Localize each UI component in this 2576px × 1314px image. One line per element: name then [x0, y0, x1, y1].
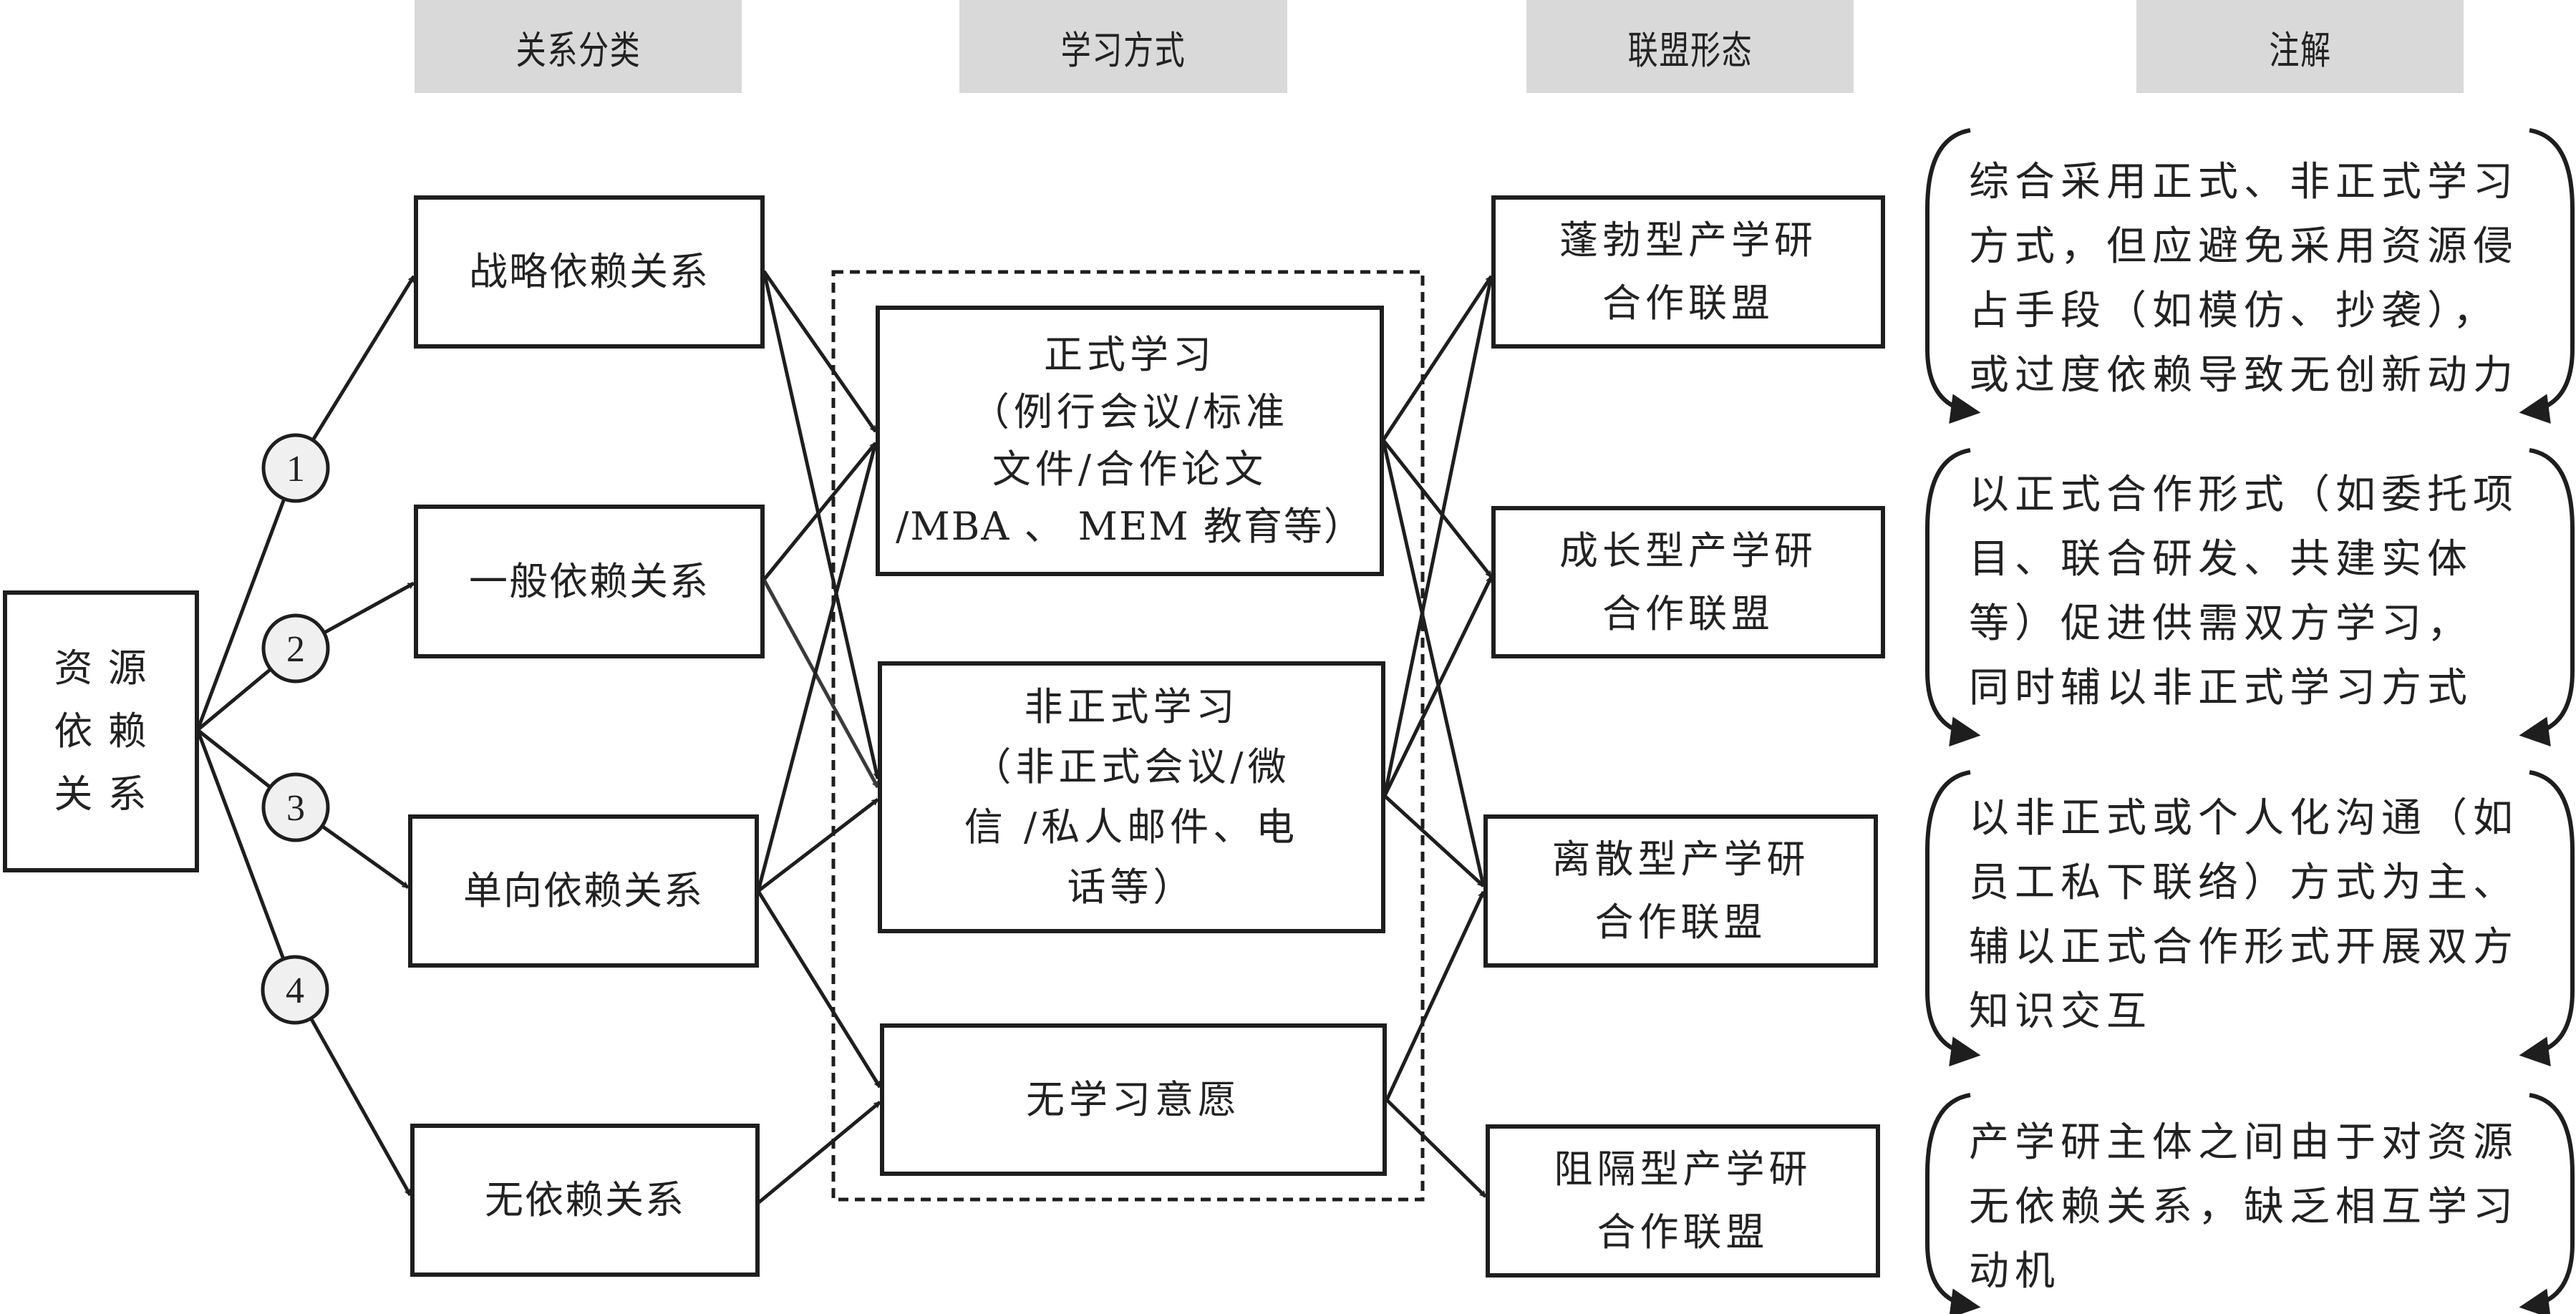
- step-number-badge-2: 2: [261, 613, 330, 683]
- annotation-line: 知识交互: [1969, 988, 2152, 1035]
- annotation-line: 同时辅以非正式学习方式: [1969, 665, 2473, 711]
- edge-circle-to-strategic: [294, 276, 416, 469]
- edge-source-to-circle-unidirectional: [196, 729, 297, 809]
- alliance-box-discrete: 离散型产学研 合作联盟: [1483, 814, 1878, 968]
- edge-general-to-formal: [762, 442, 877, 581]
- annotation-line: 或过度依赖导致无创新动力: [1969, 352, 2519, 399]
- alliance-box-blocked: 阻隔型产学研 合作联盟: [1486, 1124, 1880, 1278]
- step-number-badge-3: 3: [261, 772, 330, 842]
- learning-line: 信 /私人邮件、电: [964, 804, 1299, 850]
- annotation-line: 目、联合研发、共建实体: [1969, 536, 2473, 583]
- annotation-line: 综合采用正式、非正式学习: [1969, 159, 2519, 205]
- source-line: 资 源: [54, 646, 148, 691]
- source-line: 关 系: [54, 772, 148, 817]
- edge-no-intent-to-discrete: [1385, 892, 1486, 1101]
- relation-label: 无依赖关系: [485, 1177, 685, 1222]
- annotation-line: 以非正式或个人化沟通（如: [1969, 795, 2519, 842]
- alliance-line: 合作联盟: [1597, 1210, 1769, 1255]
- edge-circle-to-general: [294, 581, 414, 651]
- annotation-line: 方式，但应避免采用资源侵: [1969, 223, 2519, 270]
- step-number-circle: [261, 613, 330, 683]
- alliance-box-flourishing: 蓬勃型产学研 合作联盟: [1491, 195, 1885, 349]
- relation-box-unidirectional: 单向依赖关系: [408, 814, 759, 968]
- header-annotation: 注解: [2136, 0, 2464, 93]
- learning-line: （非正式会议/微: [972, 744, 1291, 789]
- learning-box-informal: 非正式学习 （非正式会议/微 信 /私人邮件、电 话等）: [878, 661, 1385, 933]
- edge-source-to-circle-general: [196, 647, 297, 731]
- header-annotation-label: 注解: [2268, 27, 2332, 73]
- edge-unidirectional-to-no-intent: [756, 890, 882, 1087]
- edge-source-to-circle-strategic: [195, 467, 298, 731]
- alliance-line: 蓬勃型产学研: [1559, 218, 1817, 263]
- annotation-line: 等）促进供需双方学习，: [1969, 600, 2473, 647]
- edge-none-to-no-intent: [757, 1101, 881, 1204]
- annotation-line: 动机: [1969, 1248, 2061, 1295]
- edge-formal-to-growing: [1382, 439, 1493, 578]
- step-number-circle: [261, 433, 330, 503]
- step-number-label: 1: [286, 449, 305, 490]
- annotation-line: 占手段（如模仿、抄袭），: [1969, 288, 2499, 334]
- source-line: 依 赖: [54, 709, 148, 754]
- relation-label: 单向依赖关系: [463, 868, 704, 913]
- learning-line: 正式学习: [1044, 332, 1216, 377]
- alliance-line: 阻隔型产学研: [1554, 1147, 1812, 1192]
- header-learning-mode-label: 学习方式: [1060, 27, 1186, 73]
- relation-box-none: 无依赖关系: [410, 1124, 760, 1277]
- alliance-line: 合作联盟: [1594, 900, 1767, 945]
- step-number-badge-4: 4: [261, 955, 329, 1025]
- step-number-label: 3: [286, 788, 305, 829]
- step-number-circle: [261, 772, 330, 842]
- annotation-discrete: 以非正式或个人化沟通（如 员工私下联络）方式为主、 辅以正式合作形式开展双方 知…: [1927, 772, 2572, 1056]
- annotation-line: 产学研主体之间由于对资源: [1969, 1119, 2519, 1166]
- edge-circle-to-none: [293, 988, 412, 1195]
- annotation-line: 员工私下联络）方式为主、: [1969, 860, 2519, 906]
- edge-strategic-to-formal: [762, 270, 878, 433]
- edge-strategic-to-informal: [762, 271, 878, 779]
- learning-line: 文件/合作论文: [992, 447, 1268, 492]
- relation-box-general: 一般依赖关系: [414, 505, 765, 658]
- edge-informal-to-growing: [1383, 577, 1493, 797]
- edge-source-to-circle-none: [195, 729, 297, 991]
- learning-line: 非正式学习: [1024, 684, 1239, 729]
- annotation-line: 以正式合作形式（如委托项: [1969, 472, 2519, 518]
- alliance-line: 合作联盟: [1602, 281, 1774, 326]
- relation-label: 战略依赖关系: [469, 249, 710, 294]
- alliance-line: 合作联盟: [1602, 590, 1774, 636]
- relation-box-strategic: 战略依赖关系: [414, 195, 765, 349]
- annotation-blocked: 产学研主体之间由于对资源 无依赖关系，缺乏相互学习 动机: [1927, 1095, 2572, 1308]
- learning-line: 无学习意愿: [1026, 1076, 1241, 1122]
- header-relation-type: 关系分类: [415, 0, 742, 93]
- learning-box-formal: 正式学习 （例行会议/标准 文件/合作论文 /MBA 、 MEM 教育等）: [876, 306, 1384, 576]
- annotation-flourishing: 综合采用正式、非正式学习 方式，但应避免采用资源侵 占手段（如模仿、抄袭）， 或…: [1927, 130, 2572, 413]
- header-alliance-form: 联盟形态: [1526, 0, 1854, 93]
- step-number-label: 4: [286, 970, 304, 1011]
- learning-line: 话等）: [1067, 865, 1196, 910]
- alliance-line: 成长型产学研: [1559, 527, 1817, 573]
- header-learning-mode: 学习方式: [959, 0, 1287, 93]
- edge-formal-to-flourishing: [1381, 276, 1493, 442]
- step-number-label: 2: [286, 629, 305, 670]
- source-box-resource-dependence: 资 源 依 赖 关 系: [3, 590, 199, 872]
- edge-circle-to-unidirectional: [294, 805, 410, 890]
- annotation-line: 辅以正式合作形式开展双方: [1969, 924, 2519, 970]
- annotation-line: 无依赖关系，缺乏相互学习: [1969, 1184, 2519, 1230]
- edge-no-intent-to-blocked: [1385, 1099, 1487, 1198]
- annotation-growing: 以正式合作形式（如委托项 目、联合研发、共建实体 等）促进供需双方学习， 同时辅…: [1927, 450, 2572, 736]
- step-number-badge-1: 1: [261, 433, 330, 503]
- header-relation-type-label: 关系分类: [515, 27, 641, 73]
- edge-informal-to-flourishing: [1383, 276, 1491, 797]
- edge-unidirectional-to-informal: [757, 798, 879, 892]
- alliance-line: 离散型产学研: [1551, 837, 1810, 882]
- edge-formal-to-discrete: [1381, 439, 1483, 886]
- relation-label: 一般依赖关系: [469, 558, 710, 604]
- learning-line: /MBA 、 MEM 教育等）: [896, 504, 1364, 549]
- edge-informal-to-discrete: [1383, 794, 1485, 887]
- header-alliance-form-label: 联盟形态: [1627, 27, 1753, 73]
- step-number-circle: [261, 955, 329, 1025]
- alliance-box-growing: 成长型产学研 合作联盟: [1491, 506, 1885, 658]
- edge-unidirectional-to-formal: [756, 443, 876, 892]
- edge-general-to-informal: [762, 578, 880, 787]
- learning-box-no-intent: 无学习意愿: [880, 1023, 1387, 1176]
- learning-line: （例行会议/标准: [970, 389, 1289, 434]
